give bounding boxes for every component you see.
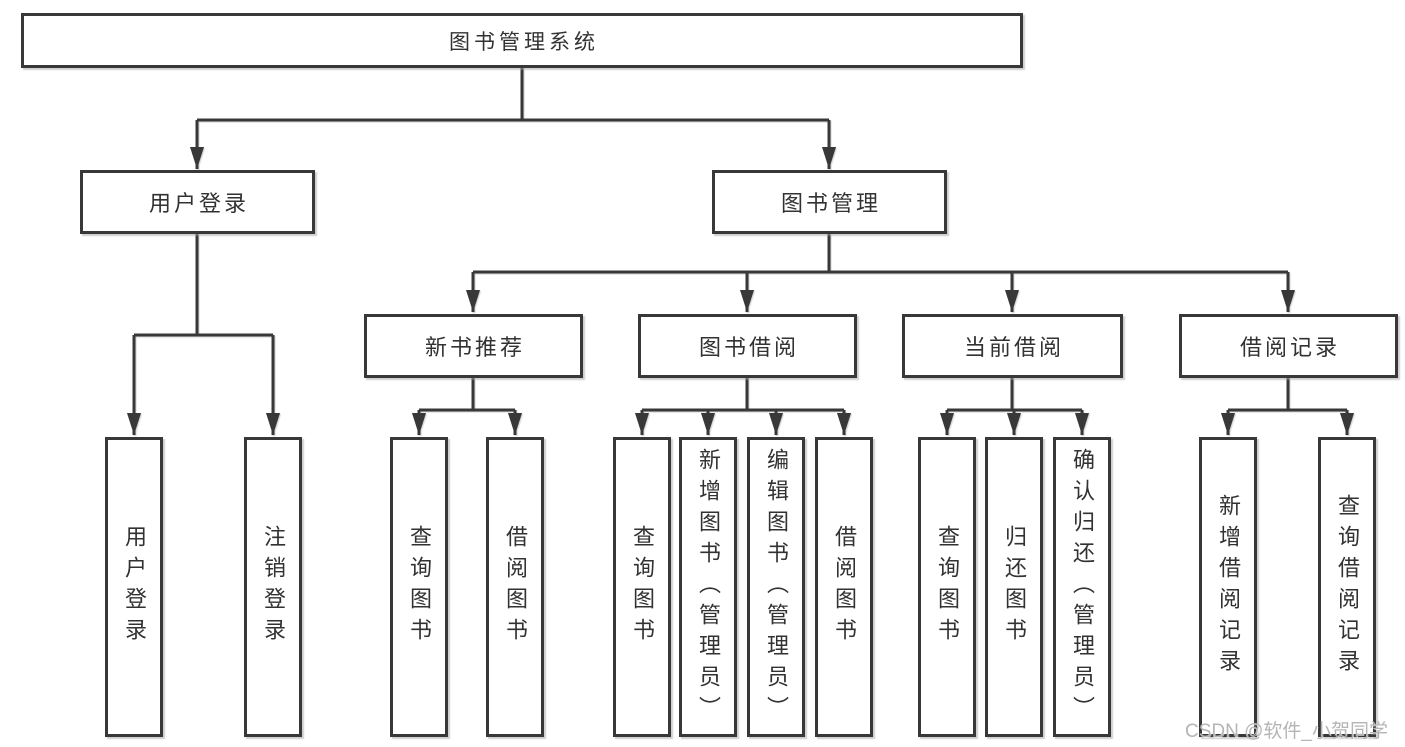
node-leaf-cb-query-books: 查询图书 — [918, 437, 976, 737]
node-leaf-bb-edit-books-admin: 编辑图书（管理员） — [747, 437, 805, 737]
node-leaf-cb-confirm-return-admin: 确认归还（管理员） — [1053, 437, 1111, 737]
node-library-management-system: 图书管理系统 — [21, 13, 1023, 68]
connector-user-login-stem — [134, 234, 273, 337]
csdn-watermark: CSDN @软件_小贺同学 — [1185, 721, 1388, 742]
connector-new-book-stem — [419, 378, 515, 412]
node-leaf-bb-borrow-books: 借阅图书 — [815, 437, 873, 737]
node-leaf-logout: 注销登录 — [244, 437, 302, 737]
node-user-login: 用户登录 — [80, 170, 315, 234]
node-leaf-cb-return-books: 归还图书 — [985, 437, 1043, 737]
connector-current-borrowing-stem — [947, 378, 1082, 412]
node-leaf-nbr-query-books: 查询图书 — [390, 437, 448, 737]
node-book-borrowing: 图书借阅 — [638, 314, 857, 378]
node-leaf-bb-query-books: 查询图书 — [613, 437, 671, 737]
node-leaf-user-login: 用户登录 — [105, 437, 163, 737]
connector-root-stem — [197, 68, 829, 122]
node-borrow-records: 借阅记录 — [1179, 314, 1398, 378]
connector-book-borrowing-stem — [642, 378, 844, 412]
node-new-book-recommendation: 新书推荐 — [364, 314, 583, 378]
node-leaf-br-add-record: 新增借阅记录 — [1199, 437, 1257, 737]
node-leaf-bb-add-books-admin: 新增图书（管理员） — [679, 437, 737, 737]
connector-borrow-records-stem — [1228, 378, 1347, 412]
node-leaf-br-query-record: 查询借阅记录 — [1318, 437, 1376, 737]
node-current-borrowing: 当前借阅 — [902, 314, 1123, 378]
connector-book-management-stem — [473, 234, 1288, 274]
node-book-management: 图书管理 — [712, 170, 947, 234]
node-leaf-nbr-borrow-books: 借阅图书 — [486, 437, 544, 737]
